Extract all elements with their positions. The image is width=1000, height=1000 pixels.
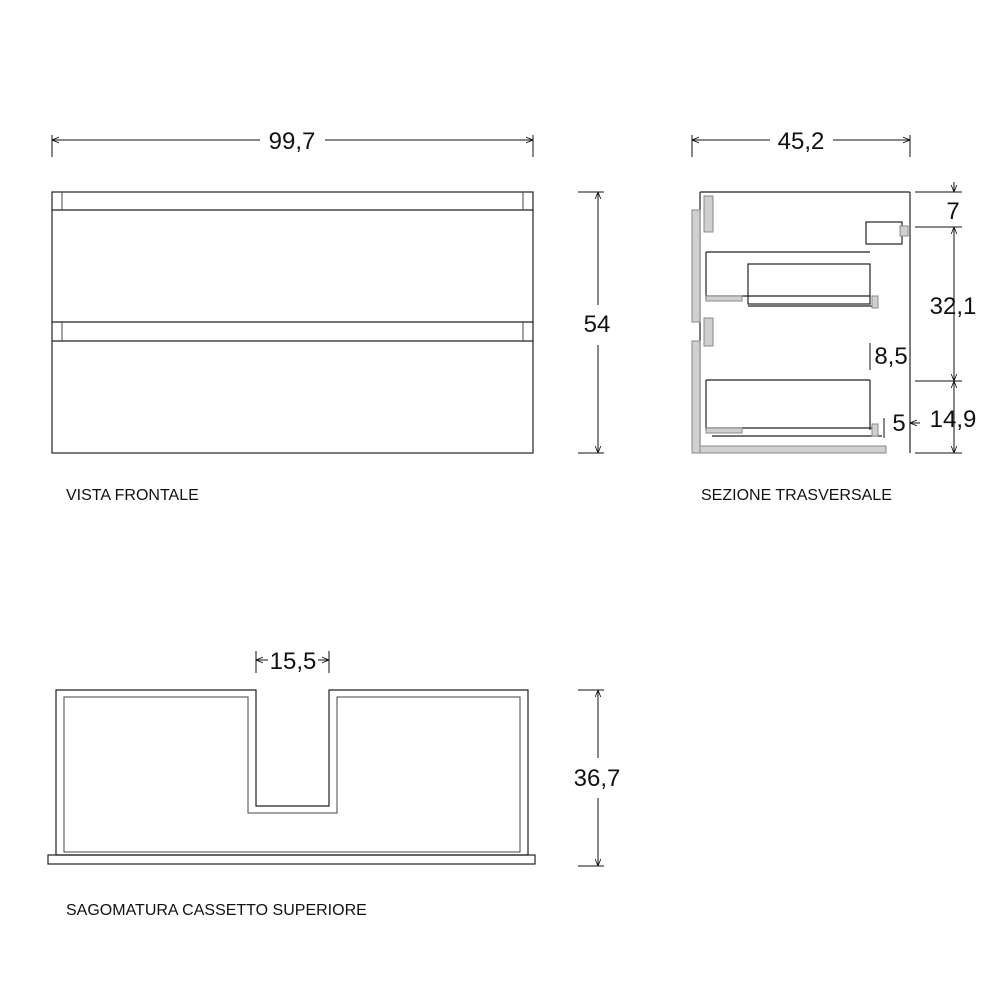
section-inner-dimensions: 8,5 5 xyxy=(869,343,920,438)
drawer-outline xyxy=(47,689,536,865)
front-cabinet xyxy=(51,191,534,454)
drawer-height-dimension: 36,7 xyxy=(574,689,621,867)
section-width-dimension: 45,2 xyxy=(691,128,911,157)
notch-width-label: 15,5 xyxy=(270,648,317,675)
section-inner-gap-label: 8,5 xyxy=(874,343,907,370)
section-cabinet xyxy=(691,191,911,454)
front-height-label: 54 xyxy=(584,311,611,338)
drawer-height-label: 36,7 xyxy=(574,765,621,792)
front-width-label: 99,7 xyxy=(269,128,316,155)
cross-section: 45,2 xyxy=(691,128,977,504)
front-width-dimension: 99,7 xyxy=(51,128,534,157)
notch-width-dimension: 15,5 xyxy=(255,648,330,675)
cross-section-caption: SEZIONE TRASVERSALE xyxy=(701,487,892,504)
section-dim-middle-label: 32,1 xyxy=(930,293,977,320)
front-height-dimension: 54 xyxy=(578,191,611,454)
front-view-caption: VISTA FRONTALE xyxy=(66,487,199,504)
section-width-label: 45,2 xyxy=(778,128,825,155)
section-height-dimensions: 7 32,1 14,9 xyxy=(915,182,977,454)
section-inner-bottom-label: 5 xyxy=(892,410,905,437)
section-dim-top-label: 7 xyxy=(946,198,959,225)
drawer-profile-caption: SAGOMATURA CASSETTO SUPERIORE xyxy=(66,902,367,919)
front-view: 99,7 54 VISTA FRONTALE xyxy=(51,128,611,504)
section-dim-bottom-label: 14,9 xyxy=(930,406,977,433)
drawer-profile: 15,5 36,7 SAGOMATURA CASSETTO SUPERIORE xyxy=(47,648,621,919)
